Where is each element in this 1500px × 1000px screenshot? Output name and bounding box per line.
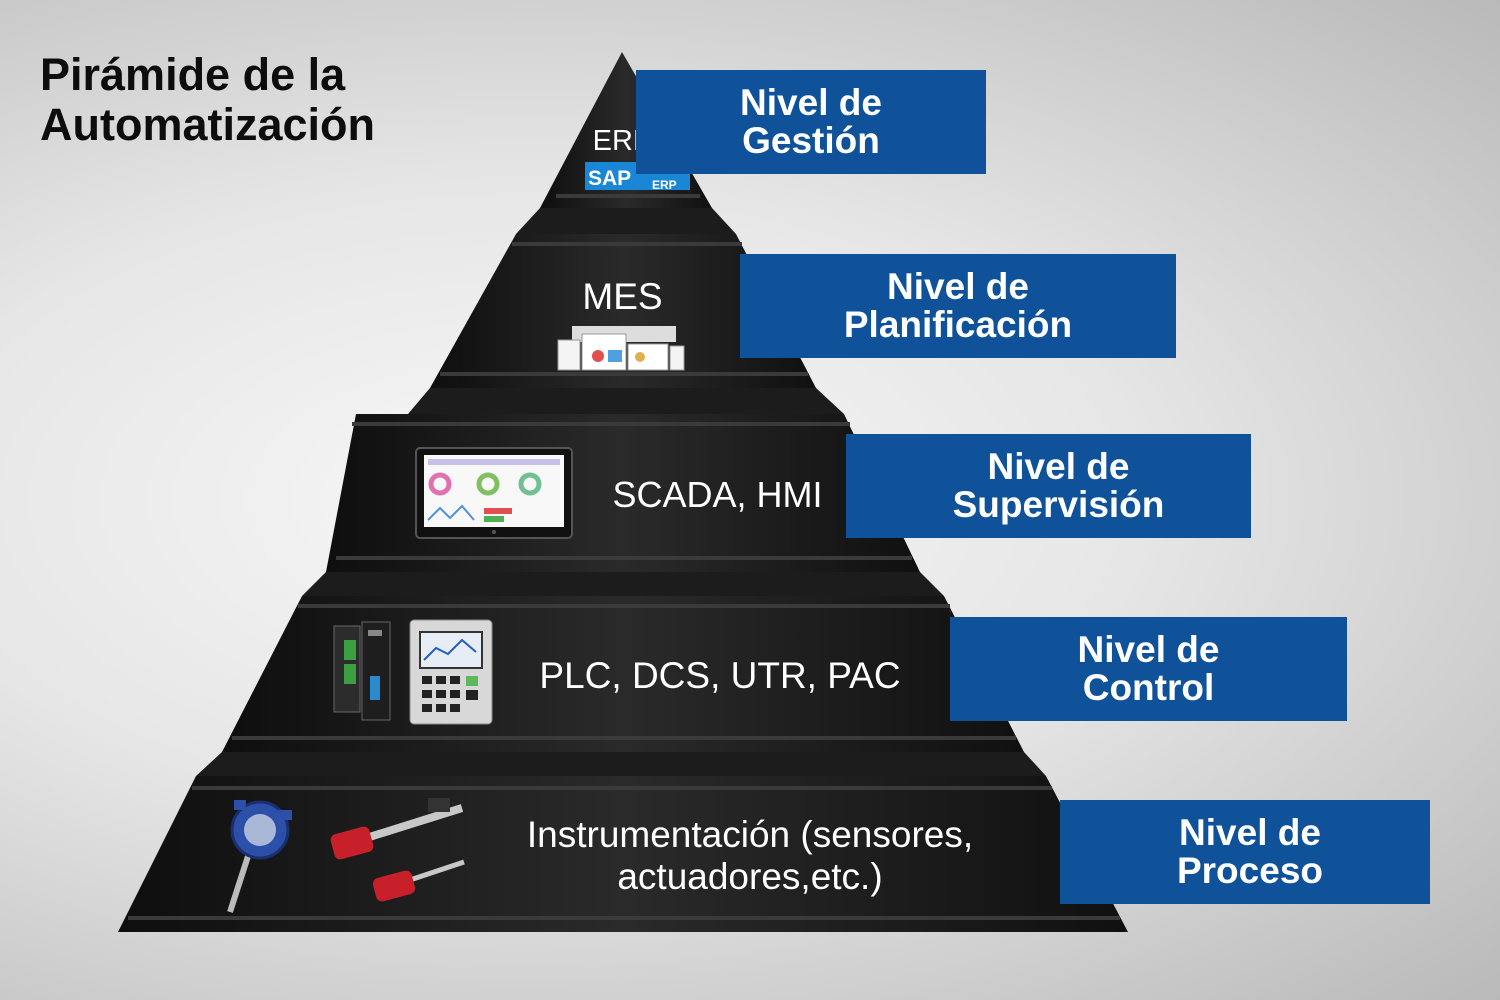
level-label-line-2: Supervisión: [952, 484, 1165, 525]
tier-connector-2: [408, 388, 844, 414]
title-line-2: Automatización: [40, 99, 376, 150]
tier-process-system-line-2: actuadores,etc.): [617, 856, 883, 897]
level-label-line-1: Nivel de: [1179, 812, 1321, 853]
sap-logo-sub: ERP: [652, 178, 677, 192]
level-label-line-1: Nivel de: [740, 82, 882, 123]
level-label-line-1: Nivel de: [1077, 629, 1220, 670]
plc-module: [333, 621, 391, 721]
level-label-line-1: Nivel de: [987, 446, 1130, 487]
tier-connector-1: [516, 208, 736, 234]
level-label-control: Nivel de Control: [950, 617, 1347, 721]
mes-dashboard-screens: [557, 326, 685, 371]
level-label-gestion: Nivel de Gestión: [636, 70, 986, 174]
transmitter-sensor: [227, 800, 292, 913]
level-label-line-2: Planificación: [843, 304, 1073, 345]
tier-mes: [430, 234, 816, 388]
title-line-1: Pirámide de la: [40, 49, 346, 100]
tier-connector-3: [302, 572, 944, 596]
level-label-line-1: Nivel de: [887, 266, 1029, 307]
level-label-planificacion: Nivel de Planificación: [740, 254, 1176, 358]
level-label-line-2: Control: [1082, 667, 1215, 708]
level-label-supervision: Nivel de Supervisión: [846, 434, 1251, 538]
tier-scada-system: SCADA, HMI: [612, 474, 823, 515]
level-label-line-2: Proceso: [1176, 850, 1323, 891]
tier-connector-4: [196, 752, 1046, 776]
hmi-tablet-dashboard: [415, 447, 573, 539]
tier-process-system: Instrumentación (sensores, actuadores,et…: [480, 814, 1020, 898]
tier-process: [118, 776, 1128, 932]
level-label-proceso: Nivel de Proceso: [1060, 800, 1430, 904]
tier-mes-system: MES: [582, 276, 663, 317]
sap-logo-text: SAP: [588, 167, 631, 190]
controller-keypad: [409, 619, 493, 725]
level-label-line-2: Gestión: [742, 120, 880, 161]
tier-control-system: PLC, DCS, UTR, PAC: [539, 655, 901, 696]
tier-process-system-line-1: Instrumentación (sensores,: [526, 814, 974, 855]
diagram-title: Pirámide de la Automatización: [40, 50, 520, 150]
linear-actuator: [330, 798, 465, 902]
